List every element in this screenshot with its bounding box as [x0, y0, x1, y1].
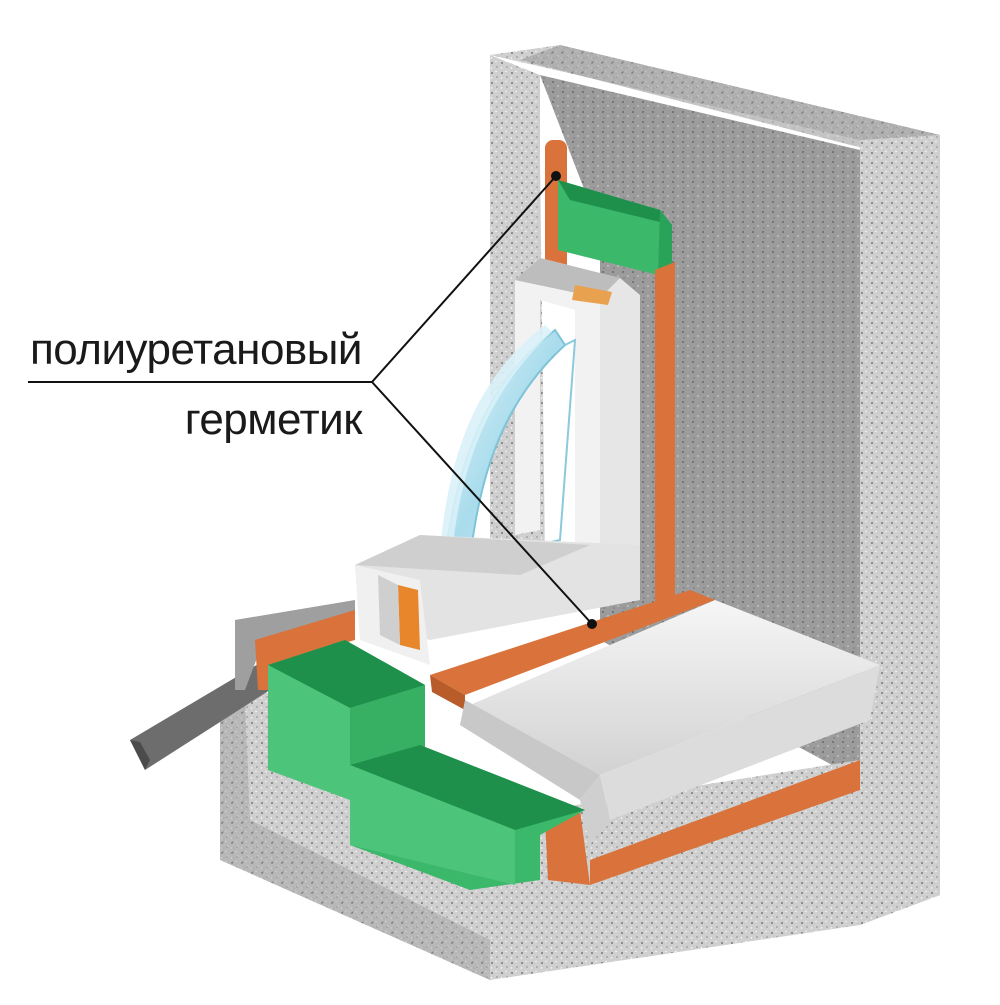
label-leader-lines [28, 171, 597, 629]
leader-dot-top [551, 171, 561, 181]
sealant-right [655, 262, 675, 610]
sealant-bottom [255, 590, 860, 885]
label-line-1: полиуретановый [29, 325, 363, 374]
window-frame-bottom [355, 535, 640, 665]
label-line-2: герметик [184, 395, 363, 444]
insulation-top [558, 180, 672, 275]
leader-dot-bottom [587, 619, 597, 629]
interior-windowsill [460, 600, 880, 845]
insulation-bottom [268, 640, 585, 890]
window-frame-vertical [515, 258, 640, 560]
